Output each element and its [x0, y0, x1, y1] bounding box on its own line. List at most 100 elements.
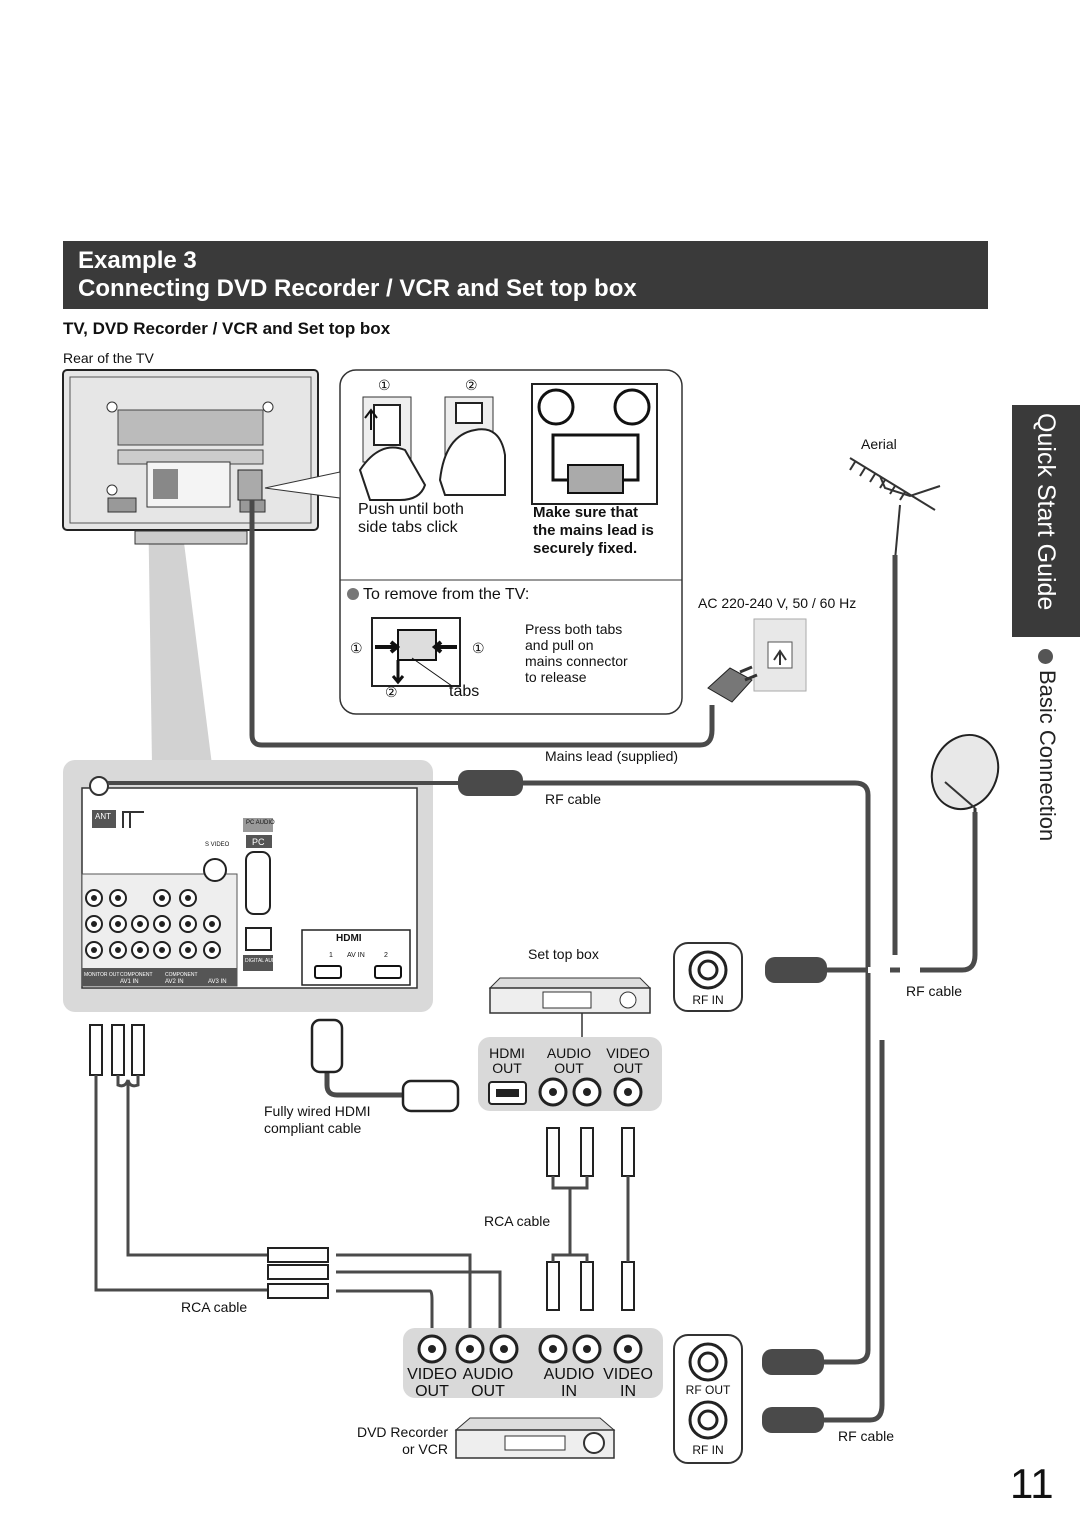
subsection-label: Basic Connection — [1034, 649, 1060, 841]
digital-audio-out-label: DIGITAL AUDIO OUT — [245, 958, 293, 964]
rf-connector-tv — [458, 770, 523, 796]
hdmi-plug-tv — [310, 1018, 344, 1074]
stb-rf-in-label: RF IN — [692, 993, 724, 1007]
rca-cable-tv — [94, 1075, 268, 1292]
pc-label: PC — [252, 837, 265, 847]
av-sockets — [81, 873, 238, 987]
label-aerial: Aerial — [861, 436, 897, 452]
hdmi-sockets — [301, 929, 411, 986]
rf-connector-dvd-in — [762, 1407, 824, 1433]
monitor-out-label: MONITOR OUT — [84, 972, 120, 978]
dvd-recorder-illustration — [454, 1417, 616, 1459]
av1-in-label: AV1 IN — [120, 979, 139, 985]
remove-illustration — [371, 617, 461, 687]
label-dvd-recorder-1: DVD Recorder — [356, 1424, 448, 1440]
push-text-2: side tabs click — [358, 519, 458, 536]
rf-connector-dvd-out — [762, 1349, 824, 1375]
label-rear-of-tv: Rear of the TV — [63, 350, 154, 366]
remove-title: To remove from the TV: — [363, 586, 530, 603]
rca-cable-stb-dvd — [551, 1176, 630, 1262]
label-ac-power: AC 220-240 V, 50 / 60 Hz — [698, 595, 857, 611]
s-video-label: S VIDEO — [205, 842, 230, 848]
remove-text-3: mains connector — [525, 653, 628, 669]
bullet-icon — [347, 588, 359, 600]
component-label-2: COMPONENT — [165, 972, 198, 978]
rca-plugs-stb — [546, 1127, 635, 1311]
section-tab — [1012, 405, 1080, 637]
av-in-label: AV IN — [347, 952, 365, 959]
label-rf-cable-3: RF cable — [838, 1428, 895, 1444]
label-set-top-box: Set top box — [528, 946, 599, 962]
header-banner: Example 3 Connecting DVD Recorder / VCR … — [63, 241, 988, 309]
push-text-1: Push until both — [358, 501, 464, 518]
remove-text-1: Press both tabs — [525, 621, 623, 637]
bullet-icon — [1038, 649, 1054, 664]
step-1-marker: ① — [378, 377, 391, 393]
page-title: Connecting DVD Recorder / VCR and Set to… — [78, 275, 637, 302]
page-number: 11 — [1010, 1460, 1054, 1507]
tv-rear-illustration — [62, 369, 319, 545]
satellite-dish-illustration — [930, 734, 1000, 820]
label-hdmi-cable-2: compliant cable — [264, 1120, 362, 1136]
pc-socket — [243, 818, 273, 915]
av2-in-label: AV2 IN — [165, 979, 184, 985]
dvd-rf-in-label: RF IN — [692, 1443, 724, 1457]
label-hdmi-cable-1: Fully wired HDMI — [264, 1103, 371, 1119]
ant-badge — [92, 810, 116, 828]
rca-plugs-tv — [89, 1024, 145, 1076]
mains-plug-illustration — [707, 665, 758, 703]
inset-pointer — [264, 471, 341, 499]
example-label: Example 3 — [78, 247, 197, 274]
rf-cable-dvd-in — [795, 1040, 885, 1423]
tabs-label: tabs — [449, 683, 480, 700]
warning-text-2: the mains lead is — [533, 522, 654, 539]
label-rf-cable-1: RF cable — [545, 791, 602, 807]
hand-push-illustration-1 — [358, 396, 427, 501]
subsection-text: Basic Connection — [1035, 670, 1060, 842]
remove-text-4: to release — [525, 669, 587, 685]
rf-out-in-sockets-dvd — [673, 1334, 743, 1464]
remove-step-1-left: ① — [350, 640, 363, 656]
warning-text-1: Make sure that — [533, 504, 639, 521]
section-label: Quick Start Guide — [1032, 413, 1060, 611]
rf-connector-stb — [765, 957, 827, 983]
hdmi-plug-stb — [401, 1079, 460, 1113]
label-mains-lead: Mains lead (supplied) — [545, 748, 679, 764]
ant-symbol — [122, 811, 144, 828]
label-rca-cable-1: RCA cable — [484, 1213, 551, 1229]
hdmi-cable — [324, 1070, 405, 1098]
rf-in-socket-stb — [673, 942, 743, 1012]
remove-step-2: ② — [385, 684, 398, 700]
remove-text-2: and pull on — [525, 637, 594, 653]
rf-cable-aerial-to-stb — [820, 555, 978, 973]
label-dvd-recorder-2: or VCR — [402, 1441, 448, 1457]
hdmi-1-label: 1 — [329, 952, 333, 959]
mains-lead-cable — [249, 500, 715, 748]
warning-text-3: securely fixed. — [533, 540, 638, 557]
rf-cable-tv-to-dvd — [515, 780, 871, 1365]
dvd-rf-out-label: RF OUT — [685, 1383, 731, 1397]
wall-socket-illustration — [753, 618, 807, 692]
hdmi-logo: HDMI — [336, 933, 362, 944]
av3-in-label: AV3 IN — [208, 979, 227, 985]
label-rf-cable-2: RF cable — [906, 983, 963, 999]
hdmi-2-label: 2 — [384, 952, 388, 959]
rca-cable-dvd — [336, 1253, 502, 1335]
ant-label: ANT — [95, 812, 111, 821]
digital-audio-socket — [243, 927, 273, 971]
aerial-illustration — [849, 457, 941, 561]
remove-step-1-right: ① — [472, 640, 485, 656]
s-video-socket — [203, 858, 227, 882]
component-label-1: COMPONENT — [120, 972, 153, 978]
rca-plugs-side — [267, 1247, 329, 1299]
pc-audio-label: PC AUDIO — [246, 820, 275, 826]
subtitle: TV, DVD Recorder / VCR and Set top box — [63, 319, 391, 338]
label-rca-cable-2: RCA cable — [181, 1299, 248, 1315]
